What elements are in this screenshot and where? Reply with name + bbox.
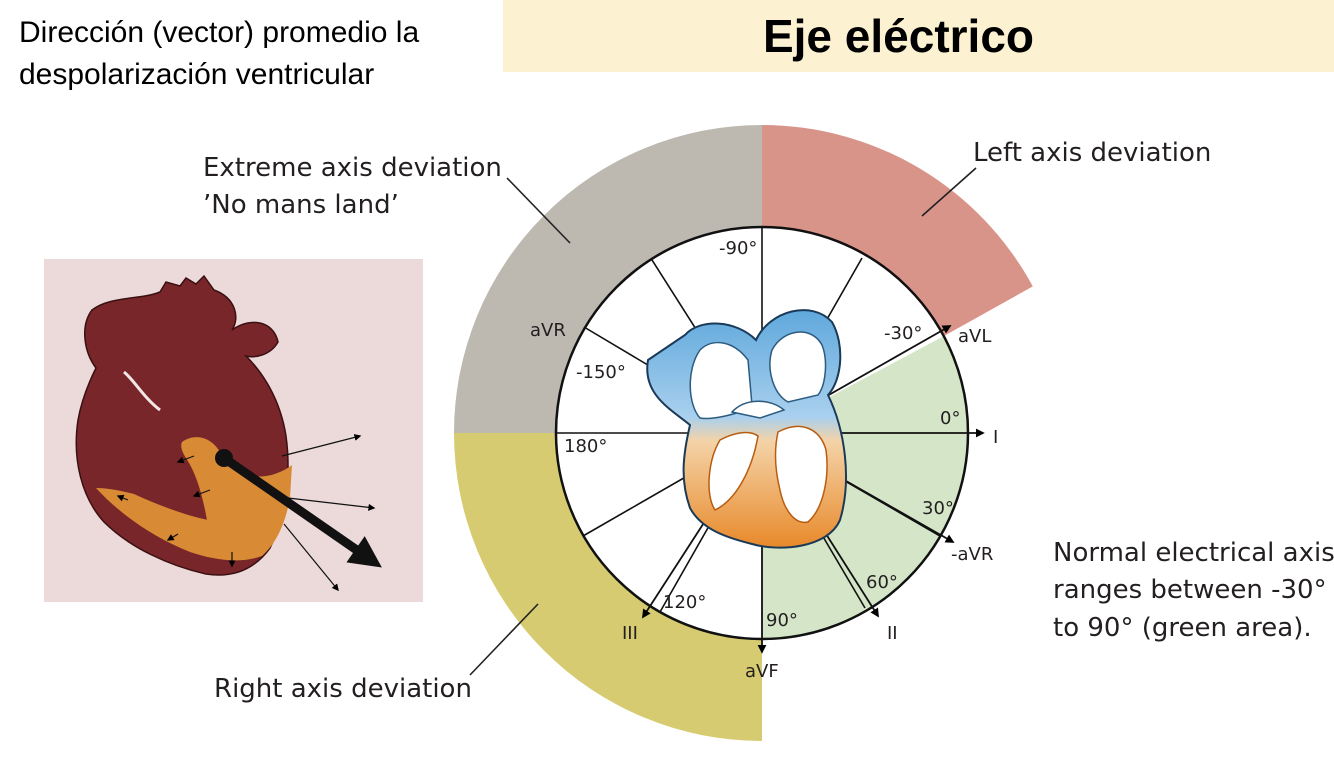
angle-label-120: 120° (663, 592, 706, 613)
angle-label-30: 30° (922, 498, 954, 519)
angle-label-90: 90° (766, 610, 798, 631)
normal-axis-label-3: to 90° (green area). (1053, 613, 1312, 643)
right-deviation-label: Right axis deviation (214, 674, 472, 704)
normal-axis-label-1: Normal electrical axis (1053, 538, 1334, 568)
angle-label-60: 60° (866, 572, 898, 593)
lead-label-avf: aVF (745, 661, 779, 682)
normal-axis-label-2: ranges between -30° (1053, 575, 1327, 605)
lead-label-ii: II (887, 623, 898, 644)
lead-label-avl: aVL (958, 326, 991, 347)
angle-label-m150: -150° (576, 362, 626, 383)
angle-label-0: 0° (940, 408, 960, 429)
angle-label-180: 180° (564, 436, 607, 457)
left-deviation-label: Left axis deviation (973, 138, 1211, 168)
lead-label-iii: III (622, 623, 638, 644)
extreme-deviation-label-2: ’No mans land’ (203, 190, 399, 220)
lead-label-i: I (993, 427, 998, 448)
extreme-deviation-label-1: Extreme axis deviation (203, 153, 502, 183)
heart-illustration (44, 259, 423, 602)
lead-label-avr: aVR (530, 320, 566, 341)
angle-label-m90: -90° (719, 238, 757, 259)
angle-label-m30: -30° (884, 323, 922, 344)
lead-label-neg-avr: -aVR (951, 544, 993, 565)
